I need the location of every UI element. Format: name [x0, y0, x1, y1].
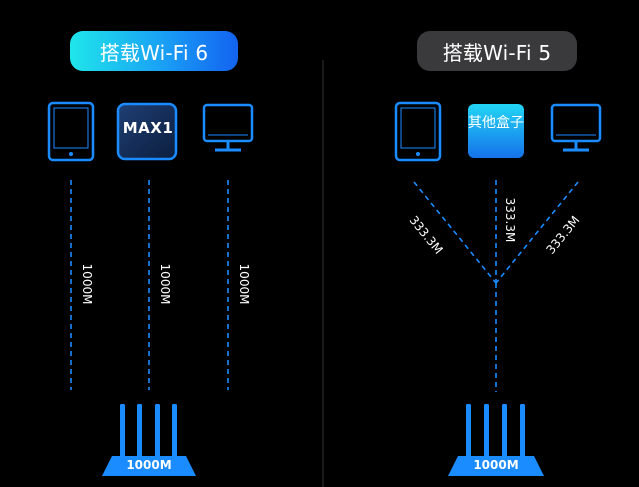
router-icon-wifi5	[448, 404, 544, 476]
link-line-monitor-wifi5	[495, 181, 579, 284]
monitor-icon-wifi6	[202, 103, 254, 152]
wifi5-title: 搭载Wi-Fi 5	[442, 40, 552, 65]
router-speed-wifi5: 1000M	[473, 458, 519, 472]
max1-box-icon	[116, 102, 178, 161]
wifi5-title-pill: 搭载Wi-Fi 5	[417, 31, 577, 71]
monitor-icon-wifi5	[550, 103, 602, 152]
other-box-icon	[468, 104, 524, 158]
wifi6-title: 搭载Wi-Fi 6	[99, 40, 209, 65]
wifi6-title-pill: 搭载Wi-Fi 6	[70, 31, 238, 71]
router-icon-wifi6	[102, 404, 196, 476]
max1-label: MAX1	[122, 119, 174, 137]
link-speed-max1-wifi6: 1000M	[158, 263, 172, 305]
other-box-label: 其他盒子	[468, 115, 524, 131]
link-speed-otherbox-wifi5: 333.3M	[503, 197, 517, 243]
link-speed-monitor-wifi6: 1000M	[237, 263, 251, 305]
link-line-tablet-wifi5	[413, 181, 497, 284]
tablet-icon-wifi5	[394, 101, 442, 162]
router-speed-wifi6: 1000M	[126, 458, 172, 472]
tablet-icon-wifi6	[47, 101, 95, 162]
link-speed-tablet-wifi6: 1000M	[80, 263, 94, 305]
